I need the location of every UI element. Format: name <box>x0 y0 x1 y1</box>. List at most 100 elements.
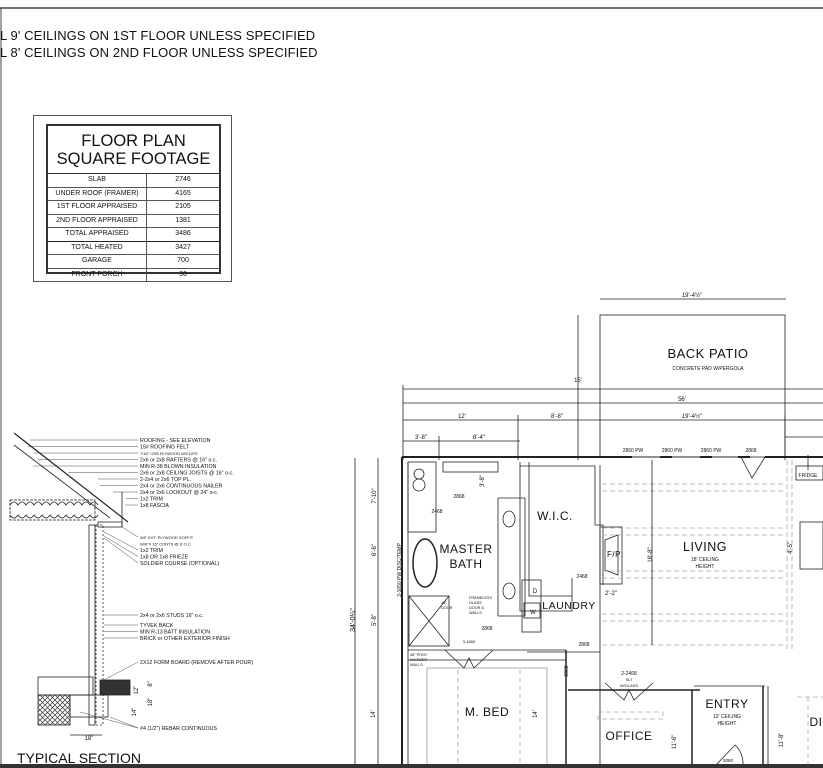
dimension: 6'-6" <box>372 544 378 556</box>
door-label: 2868 <box>564 665 570 676</box>
square-footage-table: FLOOR PLAN SQUARE FOOTAGE SLAB 2746 UNDER… <box>33 115 232 282</box>
dimension: 8'-4" <box>473 435 485 441</box>
dimension: 15' <box>574 378 582 384</box>
section-dim: 14" <box>132 708 138 717</box>
room-sublabel: HEIGHT <box>696 564 715 570</box>
shower-note: DOOR & <box>469 606 484 610</box>
room-label-wic: W.I.C. <box>537 509 573 523</box>
section-callout: 2x4 or 2x6 CONTINUOUS NAILER <box>140 484 223 490</box>
dimension: 34'-0¼" <box>350 608 357 632</box>
shower-note: GLASS <box>469 601 482 605</box>
door-label: W/GLASS <box>620 683 639 688</box>
section-callout: W/8"X 16" CONTS @ 8' O.C. <box>140 542 192 547</box>
section-callout: #4 (1/2") REBAR CONTINUOUS <box>140 726 217 732</box>
door-label: 2868 <box>481 626 492 632</box>
door-label: 2868 <box>578 642 589 648</box>
section-callout: ROOFING - SEE ELEVATION <box>140 438 211 444</box>
washer-label: W <box>530 610 536 616</box>
dimension: 5'-8" <box>372 614 378 626</box>
square-footage-title: FLOOR PLAN SQUARE FOOTAGE <box>48 132 219 174</box>
dimension: 19'-4½" <box>682 292 702 299</box>
door-label: SLT <box>625 677 633 682</box>
section-callout: 2x6 or 2x8 CEILING JOISTS @ 16" o-c. <box>140 471 234 477</box>
general-note: L 8' CEILINGS ON 2ND FLOOR UNLESS SPECIF… <box>0 45 318 60</box>
section-dim: 8" <box>148 681 154 686</box>
row-value: 3486 <box>175 230 191 237</box>
dimension: 3'-8" <box>480 475 486 487</box>
pony-wall-note: WALLS <box>410 663 423 667</box>
section-callout: TYVEK BACK <box>140 623 174 629</box>
shower-door-note: DOOR <box>441 606 453 610</box>
section-callouts: ROOFING - SEE ELEVATION 15# ROOFING FELT… <box>85 438 254 742</box>
shower-door-note: 18" <box>441 601 447 605</box>
room-sublabel: 12' CEILING <box>713 714 741 720</box>
section-callout: 2X12 FORM BOARD (REMOVE AFTER POUR) <box>140 660 253 666</box>
table-row: UNDER ROOF (FRAMER) 4165 <box>48 187 219 201</box>
door-label: 2868 <box>745 448 756 454</box>
general-note: L 9' CEILINGS ON 1ST FLOOR UNLESS SPECIF… <box>0 28 316 43</box>
section-callout: BRICK or OTHER EXTERIOR FINISH <box>140 636 230 642</box>
row-label: UNDER ROOF (FRAMER) <box>48 187 147 200</box>
section-callout: 3/8" EXT. PLYWOOD SOFFIT <box>140 535 194 540</box>
section-callout: 1x8 OR 1x8 FRIEZE <box>140 555 189 561</box>
table-row: GARAGE 700 <box>48 255 219 269</box>
section-callout: 15# ROOFING FELT <box>140 445 190 451</box>
section-callout: 1x2 TRIM <box>140 497 163 503</box>
table-row: SLAB 2746 <box>48 174 219 188</box>
dimension: 12' <box>458 414 466 420</box>
typical-section-drawing <box>9 432 139 736</box>
row-value: 700 <box>177 257 189 264</box>
section-dim: 18" <box>85 736 94 742</box>
section-callout: SOLDIER COURSE (OPTIONAL) <box>140 561 219 567</box>
window-label: 3-1650 PW DISC/TEMP <box>397 543 403 597</box>
row-value: 36 <box>179 270 187 278</box>
room-label-m-bed: M. BED <box>465 705 509 719</box>
dimension: 11'-6" <box>672 735 678 750</box>
section-callout: 1x8 FASCIA <box>140 503 169 509</box>
row-label: SLAB <box>48 174 147 187</box>
room-label-back-patio: BACK PATIO <box>667 346 748 361</box>
row-label: 1ST FLOOR APPRAISED <box>48 201 147 214</box>
section-dim: 12" <box>134 686 140 695</box>
dimension: 14' <box>533 710 539 718</box>
section-callout: MIN R-13 BATT INSULATION <box>140 630 210 636</box>
fireplace-label: F/P <box>607 550 621 559</box>
room-label-laundry: LAUNDRY <box>542 600 596 612</box>
room-label-living: LIVING <box>683 540 727 554</box>
room-label-office: OFFICE <box>606 729 653 743</box>
row-label: TOTAL HEATED <box>48 241 147 254</box>
window-label: 2860 PW <box>662 448 683 454</box>
pony-wall-note: 48" PONY <box>410 653 428 657</box>
room-label-dining: DI <box>810 715 823 729</box>
row-value: 1381 <box>175 216 191 224</box>
room-label-bath: BATH <box>449 557 482 571</box>
section-callout: 1x2 TRIM <box>140 548 163 554</box>
door-label: 3-1660 <box>463 639 476 644</box>
dryer-label: D <box>533 589 538 595</box>
section-callout: MIN R-38 BLOWN INSULATION <box>140 464 217 470</box>
section-callout: 7/16" OSB PLYWOOD W/CLIPS <box>140 451 198 456</box>
floor-plan-linework <box>354 298 823 768</box>
row-value: 4165 <box>175 189 191 197</box>
dimension: 18'-8" <box>648 547 654 562</box>
room-sublabel: 18' CEILING <box>691 557 719 563</box>
door-label: 2468 <box>576 574 587 580</box>
row-label: GARAGE <box>48 255 147 268</box>
row-value: 2105 <box>175 203 191 210</box>
door-label: 2-2468 <box>621 671 637 677</box>
dimension: 3'-8" <box>415 435 427 441</box>
door-label: 3080 <box>723 758 734 763</box>
room-sublabel: CONCRETE PAD W/PERGOLA <box>672 366 744 372</box>
section-title: TYPICAL SECTION <box>17 750 141 766</box>
door-label: 2468 <box>431 509 442 515</box>
shower-note: FRAMELESS <box>469 596 492 600</box>
dimension: 11'-8" <box>779 733 785 748</box>
row-value: 2746 <box>175 176 191 183</box>
dimension: 2'-2" <box>605 591 617 597</box>
door-label: 2868 <box>453 494 464 500</box>
title-line: FLOOR PLAN <box>81 132 186 150</box>
